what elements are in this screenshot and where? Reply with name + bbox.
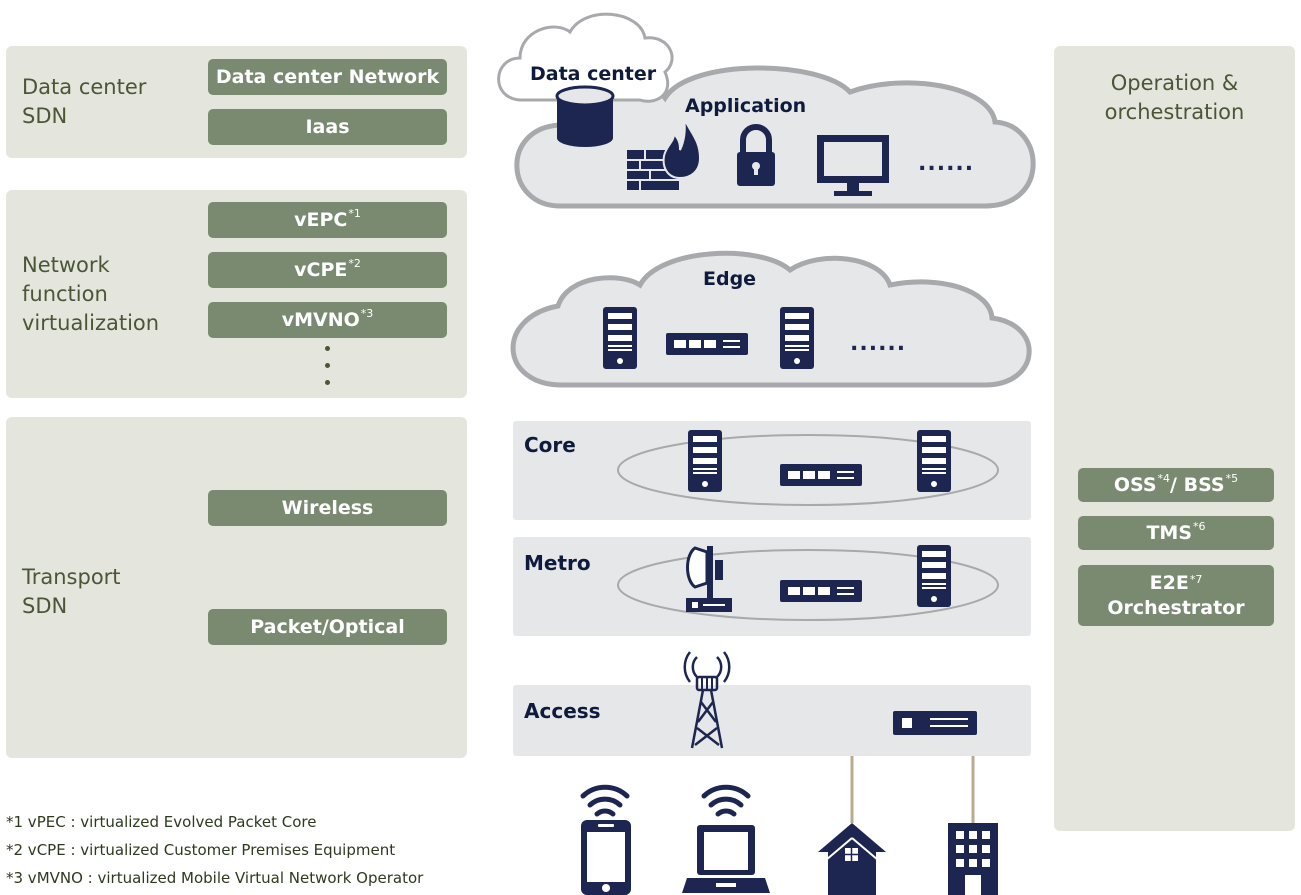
edge-title: Edge	[703, 268, 756, 290]
e2e-note: *7	[1189, 573, 1203, 586]
database-icon	[555, 85, 615, 147]
datacenter-title: Data center	[530, 63, 657, 85]
footnotes: *1 vPEC : virtualized Evolved Packet Cor…	[6, 808, 423, 892]
tms-pill: TMS*6	[1078, 516, 1274, 550]
edge-cloud	[510, 250, 1032, 388]
packet-optical-pill: Packet/Optical	[208, 609, 447, 645]
footnote-2: *2 vCPE : virtualized Customer Premises …	[6, 841, 396, 859]
core-server-icon-1	[688, 430, 722, 492]
footnote-1: *1 vPEC : virtualized Evolved Packet Cor…	[6, 813, 317, 831]
wireless-pill: Wireless	[208, 490, 447, 526]
metro-label: Metro	[524, 551, 591, 575]
oss-bss-pill: OSS*4 / BSS*5	[1078, 468, 1274, 502]
vepc-text: vEPC	[294, 209, 348, 231]
metro-ring	[617, 549, 999, 621]
oss-note: *4	[1157, 472, 1171, 485]
bss-text: / BSS	[1170, 474, 1225, 496]
operation-orchestration-title: Operation & orchestration	[1104, 71, 1245, 124]
vmvno-text: vMVNO	[281, 309, 360, 331]
laptop-icon	[682, 825, 770, 893]
datacenter-cloud	[497, 12, 674, 103]
edge-switch-icon	[666, 333, 748, 355]
vcpe-note: *2	[348, 257, 361, 270]
antenna-icon	[686, 546, 732, 612]
transport-sdn-label: Transport SDN	[22, 565, 121, 618]
datacenter-sdn-label: Data center SDN	[22, 75, 147, 128]
vepc-note: *1	[348, 207, 361, 220]
access-switch-icon	[893, 711, 977, 735]
vcpe-pill: vCPE*2	[208, 252, 447, 288]
lock-icon	[737, 124, 775, 186]
core-switch-icon	[780, 464, 862, 486]
e2e-text: E2E	[1149, 572, 1189, 594]
building-icon	[948, 823, 998, 895]
vmvno-note: *3	[360, 307, 374, 320]
vcpe-text: vCPE	[294, 259, 348, 281]
firewall-icon	[627, 117, 702, 190]
footnote-3: *3 vMVNO : virtualized Mobile Virtual Ne…	[6, 869, 424, 887]
oss-text: OSS	[1113, 474, 1157, 496]
smartphone-icon	[581, 820, 631, 895]
edge-server-icon-2	[780, 307, 814, 369]
iaas-pill: Iaas	[208, 109, 447, 145]
tms-text: TMS	[1146, 522, 1193, 544]
orchestrator-text: Orchestrator	[1107, 597, 1245, 619]
datacenter-network-pill: Data center Network	[208, 59, 447, 95]
edge-server-icon-1	[603, 307, 637, 369]
application-more-dots: ......	[918, 151, 974, 176]
access-label: Access	[524, 699, 601, 723]
nfv-label: Network function virtualization	[22, 253, 160, 335]
e2e-orchestrator-pill: E2E*7 Orchestrator	[1078, 565, 1274, 626]
house-icon	[818, 823, 886, 895]
core-ring	[617, 434, 999, 506]
metro-server-icon	[917, 545, 951, 607]
vepc-pill: vEPC*1	[208, 202, 447, 238]
bss-note: *5	[1225, 472, 1239, 485]
operation-orchestration-panel	[1054, 46, 1295, 831]
monitor-icon	[817, 135, 889, 196]
tms-note: *6	[1193, 520, 1206, 533]
application-title: Application	[685, 95, 806, 117]
wifi-icon-1	[583, 787, 627, 814]
transport-sdn-panel	[6, 417, 467, 758]
vmvno-pill: vMVNO*3	[208, 302, 447, 338]
more-functions-dots	[325, 346, 330, 397]
wifi-icon-2	[704, 787, 748, 814]
cell-tower-icon	[683, 651, 731, 749]
metro-switch-icon	[780, 580, 862, 602]
core-server-icon-2	[917, 430, 951, 492]
edge-more-dots: ......	[850, 331, 906, 356]
core-label: Core	[524, 433, 576, 457]
